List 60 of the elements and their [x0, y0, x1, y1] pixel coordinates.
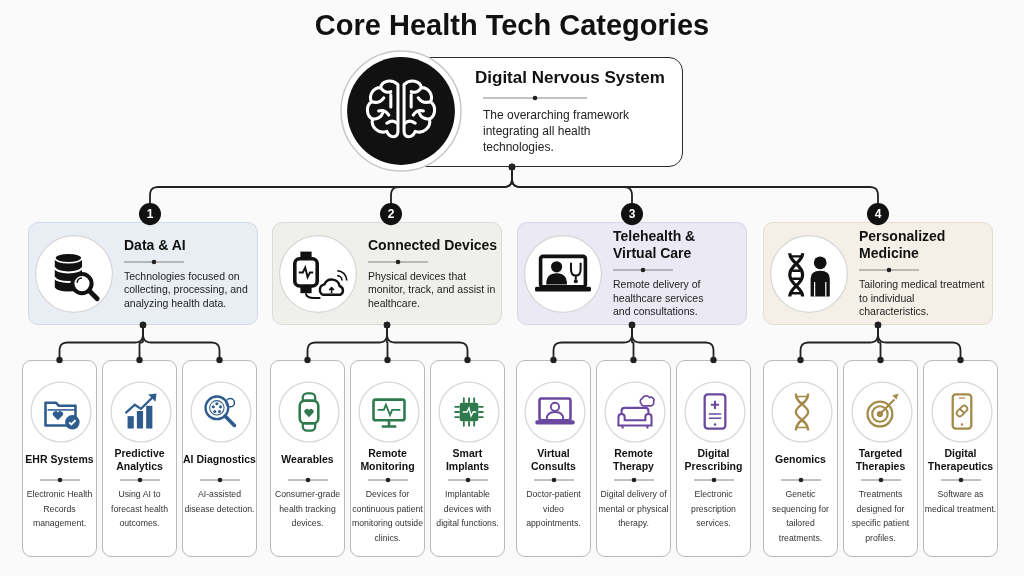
main-concept-card	[340, 50, 683, 172]
subcategory-card	[516, 360, 591, 557]
step-number: 4	[867, 203, 889, 225]
card-title: Connected Devices	[368, 236, 498, 254]
diagram-title: Core Health Tech Categories	[314, 8, 710, 42]
card-title: AI Diagnostics	[183, 453, 256, 467]
card-title: Wearables	[281, 453, 334, 467]
subcategory-card	[923, 360, 998, 557]
subcategory-card	[350, 360, 425, 557]
connector-line	[874, 321, 964, 364]
card-description: The overarching framework integrating all health technologies.	[483, 106, 631, 155]
card-description: Electronic Health Records management.	[25, 488, 94, 530]
card-description: Devices for continuous patient monitoring outside clinics.	[351, 488, 424, 545]
card-description: Physical devices that monitor, track, and assist in healthcare.	[368, 269, 496, 311]
category-card	[28, 222, 258, 325]
card-description: Genetic sequencing for tailored treatments.	[771, 488, 830, 545]
card-title: Genomics	[775, 453, 826, 467]
card-title: Predictive Analytics	[113, 446, 166, 474]
card-title: Digital Nervous System	[475, 67, 665, 88]
step-number: 3	[621, 203, 643, 225]
connector-line	[139, 321, 223, 364]
card-title: Personalized Medicine	[859, 228, 947, 263]
card-description: Doctor-patient video appointments.	[525, 488, 582, 530]
subcategory-card	[843, 360, 918, 557]
card-description: Software as medical treatment.	[924, 488, 997, 516]
card-title: Telehealth & Virtual Care	[613, 228, 697, 263]
card-description: Technologies focused on collecting, processing, and analyzing health data.	[124, 269, 249, 311]
subcategory-card	[182, 360, 257, 557]
card-title: Targeted Therapies	[854, 446, 907, 474]
connector-line	[383, 321, 471, 364]
card-title: Remote Monitoring	[359, 446, 416, 474]
card-description: Digital delivery of mental or physical therapy.	[597, 488, 670, 530]
card-description: Using AI to forecast health outcomes.	[110, 488, 169, 530]
subcategory-card	[22, 360, 97, 557]
card-title: Digital Prescribing	[683, 446, 744, 474]
category-card	[272, 222, 502, 325]
subcategory-card	[676, 360, 751, 557]
card-title: EHR Systems	[25, 453, 94, 467]
subcategory-card	[596, 360, 671, 557]
card-description: AI-assisted disease detection.	[183, 488, 256, 516]
subcategory-card	[763, 360, 838, 557]
card-description: Electronic prescription services.	[690, 488, 737, 530]
card-title: Digital Therapeutics	[926, 446, 995, 474]
connector-line	[628, 321, 717, 364]
step-number: 2	[380, 203, 402, 225]
card-description: Treatments designed for specific patient profiles.	[850, 488, 911, 545]
category-card	[763, 222, 993, 325]
card-description: Tailoring medical treatment to individual characteristics.	[859, 278, 986, 319]
subcategory-card	[430, 360, 505, 557]
category-card	[517, 222, 747, 325]
card-title: Data & AI	[124, 236, 186, 254]
card-description: Remote delivery of healthcare services and consultations.	[613, 278, 705, 319]
card-title: Virtual Consults	[530, 446, 577, 474]
card-description: Consumer-grade health tracking devices.	[273, 488, 342, 530]
card-description: Implantable devices with digital functions.	[435, 488, 500, 530]
card-title: Remote Therapy	[612, 446, 655, 474]
card-title: Smart Implants	[444, 446, 491, 474]
step-number: 1	[139, 203, 161, 225]
subcategory-card	[102, 360, 177, 557]
subcategory-card	[270, 360, 345, 557]
